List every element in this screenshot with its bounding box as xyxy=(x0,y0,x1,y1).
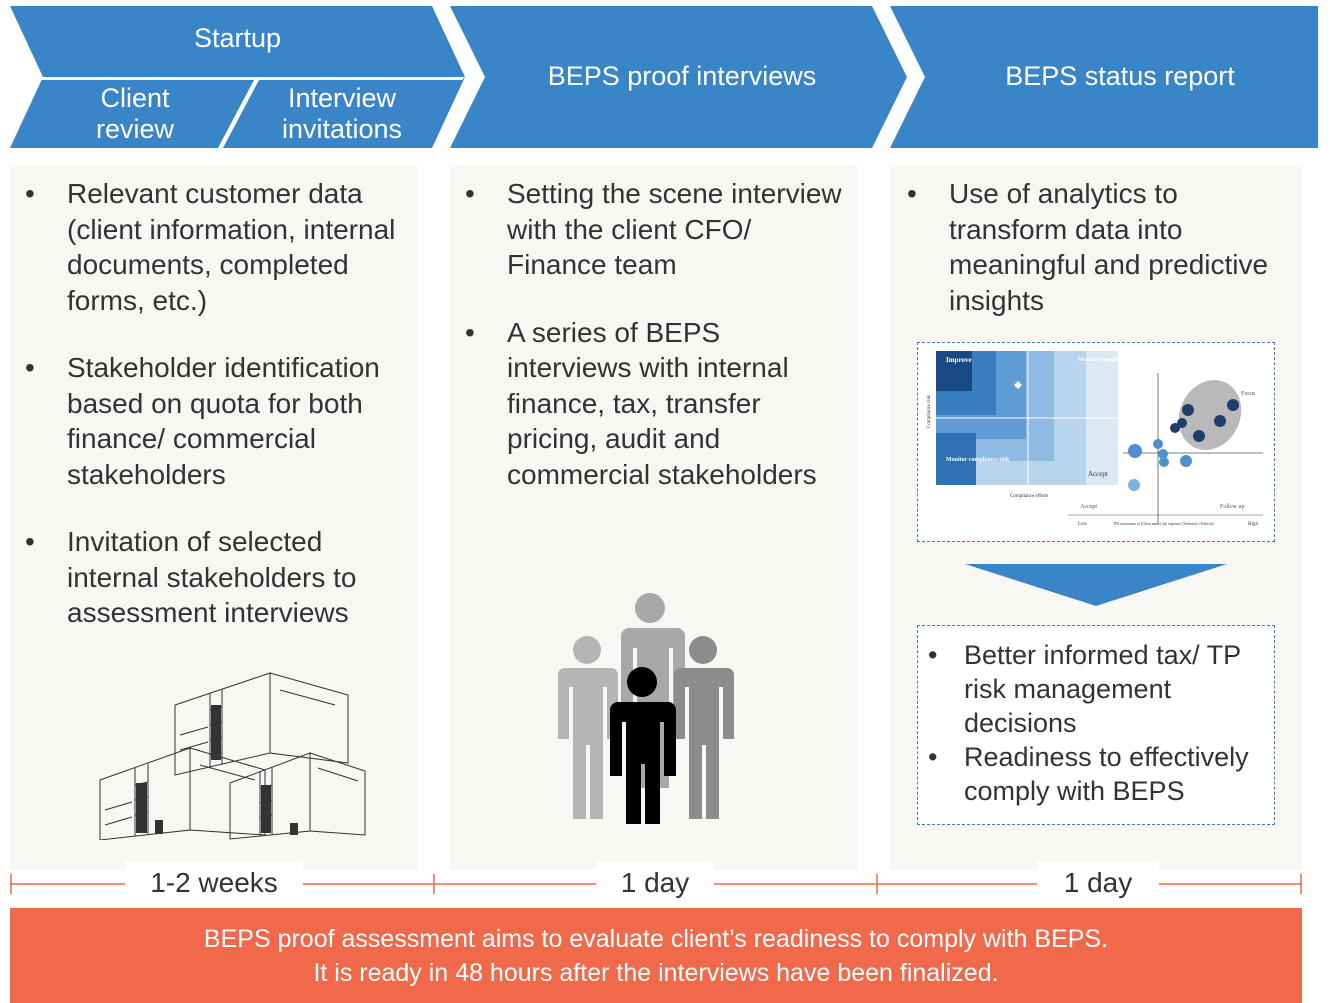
y-axis-label: Compliance risk xyxy=(927,395,932,428)
report-duration: 1 day xyxy=(1037,861,1159,905)
outcome-bullet: Readiness to effectively comply with BEP… xyxy=(928,740,1266,808)
quadrant-follow-up: Follow up xyxy=(1220,504,1245,510)
interviews-bullet: A series of BEPS interviews with interna… xyxy=(465,315,850,493)
outcome-bullet: Better informed tax/ TP risk management … xyxy=(928,638,1266,740)
client-interview-divider xyxy=(218,80,259,148)
axis-high: High xyxy=(1248,522,1259,527)
axis-low: Low xyxy=(1078,522,1088,527)
footer-line-1: BEPS proof assessment aims to evaluate c… xyxy=(203,925,1109,953)
x2-axis-label: TPA assessment of [Client name] risk exp… xyxy=(1113,522,1215,526)
interviews-bullets: Setting the scene interview with the cli… xyxy=(465,176,850,492)
building-left xyxy=(99,747,266,840)
bubble-chart xyxy=(1068,373,1263,523)
x-axis-label: Compliance efforts xyxy=(1010,494,1048,499)
report-chevron xyxy=(890,6,1318,148)
analytics-chart-box: Improve Monitor compliance efforts Monit… xyxy=(917,342,1275,542)
down-arrow xyxy=(965,564,1227,606)
startup-divider xyxy=(40,77,465,80)
footer-line-2: It is ready in 48 hours after the interv… xyxy=(313,959,999,987)
outcomes-box: Better informed tax/ TP risk management … xyxy=(917,625,1275,825)
outcome-bullets: Better informed tax/ TP risk management … xyxy=(928,638,1266,808)
quadrant-accept-2: Accept xyxy=(1080,504,1097,510)
interviews-chevron xyxy=(450,6,907,148)
interviews-bullet: Setting the scene interview with the cli… xyxy=(465,176,850,283)
person-front xyxy=(610,667,676,824)
report-bullets: Use of analytics to transform data into … xyxy=(907,176,1292,318)
report-bullet: Use of analytics to transform data into … xyxy=(907,176,1292,318)
startup-duration: 1-2 weeks xyxy=(125,861,303,905)
quadrant-focus: Focus xyxy=(1241,391,1256,397)
report-title: BEPS status report xyxy=(1005,61,1235,91)
risk-heatmap xyxy=(936,351,1118,485)
quadrant-monitor-risk: Monitor compliance risk xyxy=(946,457,1010,463)
client-review-label: Client review xyxy=(95,83,175,144)
building-right xyxy=(229,752,366,840)
stakeholder-people-icon xyxy=(558,593,734,824)
startup-bullet: Relevant customer data (client informati… xyxy=(25,176,410,318)
startup-bullet: Stakeholder identification based on quot… xyxy=(25,350,410,492)
risk-matrix-thumbnail: Improve Monitor compliance efforts Monit… xyxy=(927,351,1263,527)
interview-invitations-label: Interview invitations xyxy=(281,83,403,144)
building-back xyxy=(174,672,349,776)
footer-banner: BEPS proof assessment aims to evaluate c… xyxy=(10,908,1302,1003)
person-right xyxy=(674,636,734,819)
interviews-title: BEPS proof interviews xyxy=(547,61,817,91)
startup-title: Startup xyxy=(193,23,282,53)
startup-bullets: Relevant customer data (client informati… xyxy=(25,176,410,631)
office-buildings-illustration xyxy=(99,672,366,840)
quadrant-improve: Improve xyxy=(946,356,972,364)
startup-bullet: Invitation of selected internal stakehol… xyxy=(25,524,410,631)
quadrant-accept: Accept xyxy=(1088,470,1108,478)
quadrant-monitor-efforts: Monitor compliance efforts xyxy=(1078,357,1149,363)
person-left xyxy=(558,636,618,819)
interviews-duration: 1 day xyxy=(596,861,714,905)
phase-chevrons xyxy=(10,6,1318,148)
